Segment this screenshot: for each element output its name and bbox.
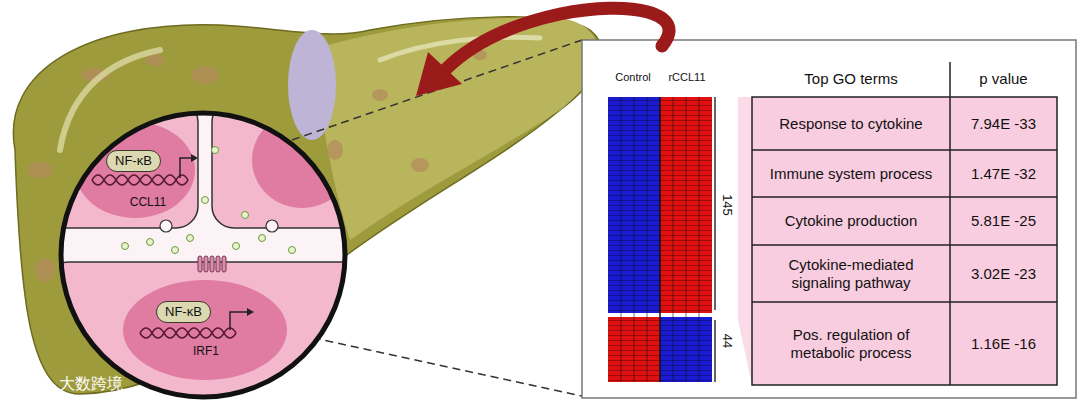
table-header-box: p value <box>950 66 1057 92</box>
table-cell-box: Response to cytokine <box>756 97 946 150</box>
column-header: Control <box>615 71 650 84</box>
column-header-box: Control <box>604 70 662 86</box>
table-cell: 5.81E -25 <box>971 212 1036 230</box>
node-label: NF-κB <box>165 304 202 319</box>
table-cell-box: 3.02E -23 <box>950 245 1057 302</box>
gene-name-box: IRF1 <box>178 343 234 359</box>
table-header: Top GO terms <box>804 70 897 88</box>
table-cell: Response to cytokine <box>779 115 922 133</box>
gallbladder-region <box>288 30 336 140</box>
table-cell-box: 1.16E -16 <box>950 302 1057 385</box>
table-cell: Pos. regulation of metabolic process <box>771 326 931 362</box>
table-cell: 1.47E -32 <box>971 165 1036 183</box>
table-cell-box: 1.47E -32 <box>950 150 1057 197</box>
node-label: NF-κB <box>115 153 152 168</box>
table-cell-box: Cytokine production <box>756 197 946 245</box>
table-cell-box: Cytokine-mediated signaling pathway <box>771 245 931 302</box>
gene-count: 145 <box>719 194 735 216</box>
zoom-line <box>300 335 582 396</box>
results-panel <box>582 40 1076 398</box>
table-rules <box>752 62 1057 385</box>
gene-count-box: 44 <box>718 327 736 355</box>
table-cell-box: Immune system process <box>756 150 946 197</box>
table-cell: Cytokine-mediated signaling pathway <box>771 256 931 292</box>
transcription-factor: NF-κB <box>156 301 211 323</box>
table-header: p value <box>979 70 1027 88</box>
liver-right-lobe <box>310 18 598 240</box>
gene-count-box: 145 <box>718 188 736 222</box>
table-cell: Immune system process <box>770 165 933 183</box>
table-cell-box: 5.81E -25 <box>950 197 1057 245</box>
table-cell-box: 7.94E -33 <box>950 97 1057 150</box>
highlight-wedge <box>738 97 752 385</box>
gene-name-box: CCL11 <box>112 194 184 210</box>
table-cell-box: Pos. regulation of metabolic process <box>771 302 931 385</box>
go-table <box>752 97 1057 385</box>
gene-count: 44 <box>719 334 735 348</box>
zoom-line <box>292 40 582 140</box>
table-cell: 1.16E -16 <box>971 335 1036 353</box>
table-cell: 7.94E -33 <box>971 115 1036 133</box>
watermark-box: 大数跨境 <box>36 373 146 395</box>
watermark-icon <box>14 375 34 390</box>
table-cell: Cytokine production <box>785 212 918 230</box>
column-header: rCCL11 <box>668 71 705 84</box>
column-header-box: rCCL11 <box>658 70 716 86</box>
table-header-box: Top GO terms <box>752 66 950 92</box>
magnifier-ring <box>61 113 345 397</box>
bracket <box>714 97 716 382</box>
gene-name: IRF1 <box>193 344 219 358</box>
gene-name: CCL11 <box>130 195 166 209</box>
watermark: 大数跨境 <box>59 374 123 393</box>
curved-arrow <box>445 8 669 70</box>
transcription-factor: NF-κB <box>106 150 161 172</box>
arrow-head <box>416 52 462 96</box>
magnified-tissue <box>40 100 372 402</box>
table-cell: 3.02E -23 <box>971 265 1036 283</box>
heatmap <box>608 97 712 382</box>
